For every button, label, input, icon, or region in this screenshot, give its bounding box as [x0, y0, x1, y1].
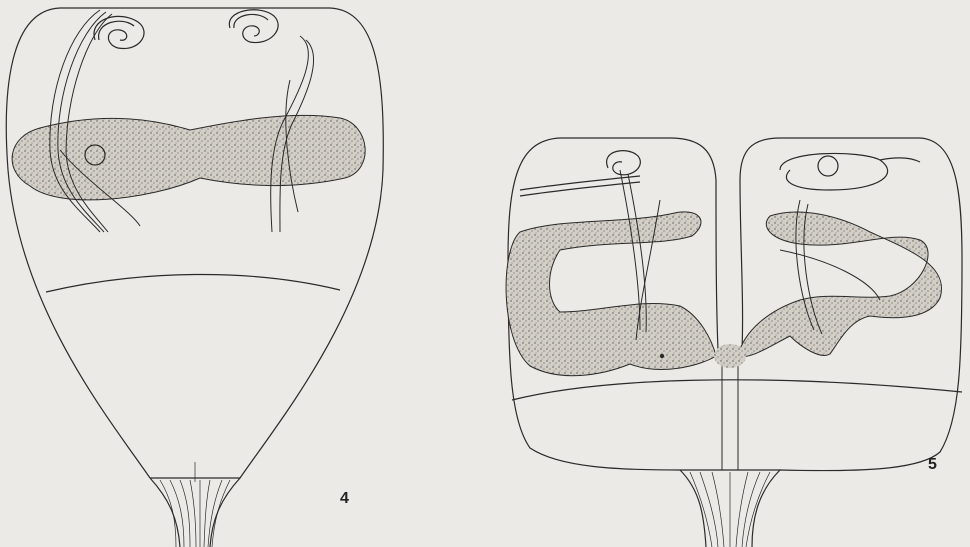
fig5-micronucleus	[818, 156, 838, 176]
figure-4-number: 4	[340, 490, 349, 508]
fig5-dot	[660, 354, 663, 357]
fig4-division-line	[46, 274, 340, 292]
fig5-division-line	[512, 380, 962, 400]
fig5-junction-granules	[714, 344, 746, 368]
fig5-stalk-striations	[690, 472, 770, 547]
fig4-coil-right	[229, 10, 278, 43]
fig4-coil-left	[94, 16, 144, 48]
fig4-macronucleus	[12, 115, 365, 200]
fig5-coil-left	[520, 151, 640, 196]
figure-5-number: 5	[928, 456, 937, 474]
fig5-coil-right	[780, 153, 920, 190]
fig4-body-outline	[6, 8, 383, 478]
figure-5	[506, 138, 962, 547]
fig5-macronucleus-left	[506, 212, 716, 376]
fig4-stalk-striations	[160, 462, 230, 547]
figure-4	[6, 8, 383, 547]
fig4-stalk	[150, 478, 240, 547]
fig5-macronucleus-right	[738, 212, 942, 357]
